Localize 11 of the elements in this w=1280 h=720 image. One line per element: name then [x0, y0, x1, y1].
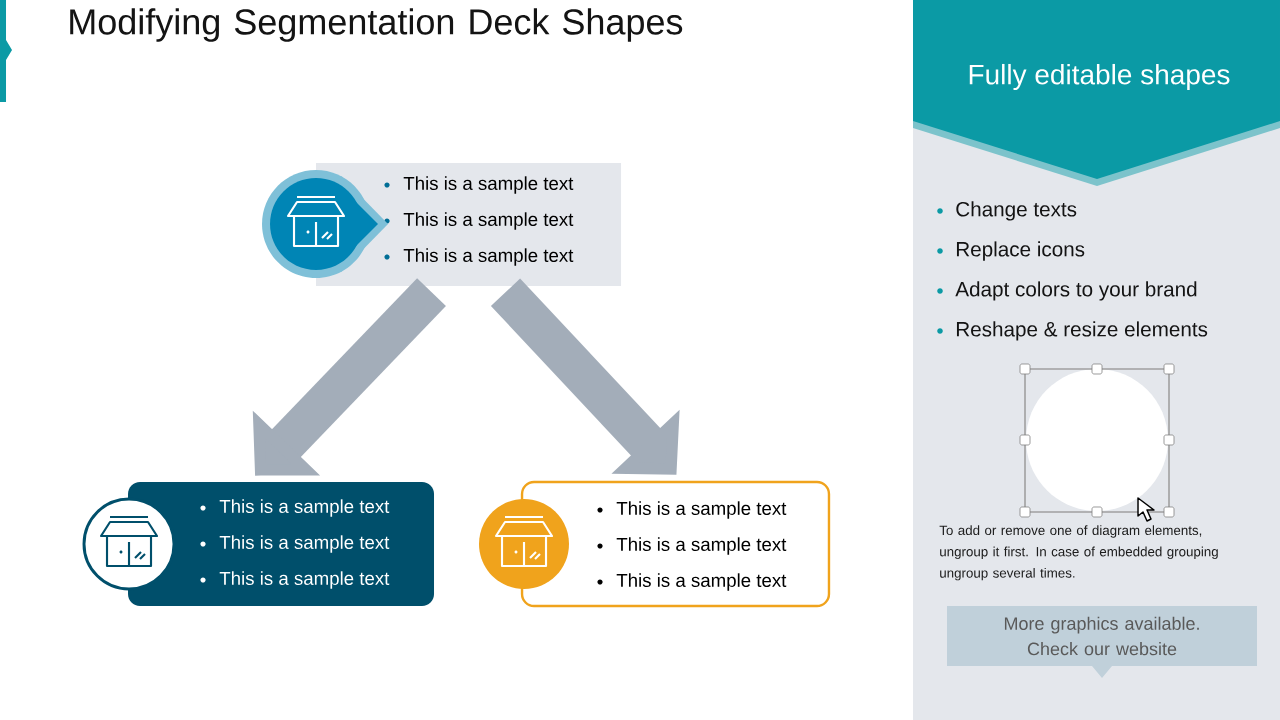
bullet-item: Adapt colors to your brand	[937, 281, 1197, 301]
text-card: This is a sample text This is a sample text This is a sample text	[128, 482, 434, 606]
note-text: To add or remove one of diagram elements, ungroup it first. In case of embedded grouping ungroup several times.	[939, 525, 1218, 581]
title: Modifying Segmentation Deck Shapes	[70, 8, 683, 42]
bullet-item: Replace icons	[937, 241, 1085, 261]
header-banner: Fully editable shapes	[913, 0, 1280, 186]
arrow	[490, 278, 680, 475]
text-card: This is a sample text This is a sample text This is a sample text	[520, 480, 831, 608]
bullet-item: Reshape & resize elements	[937, 321, 1208, 341]
callout-box: More graphics available. Check our website	[947, 606, 1257, 678]
bullet-item: Change texts	[937, 201, 1077, 221]
